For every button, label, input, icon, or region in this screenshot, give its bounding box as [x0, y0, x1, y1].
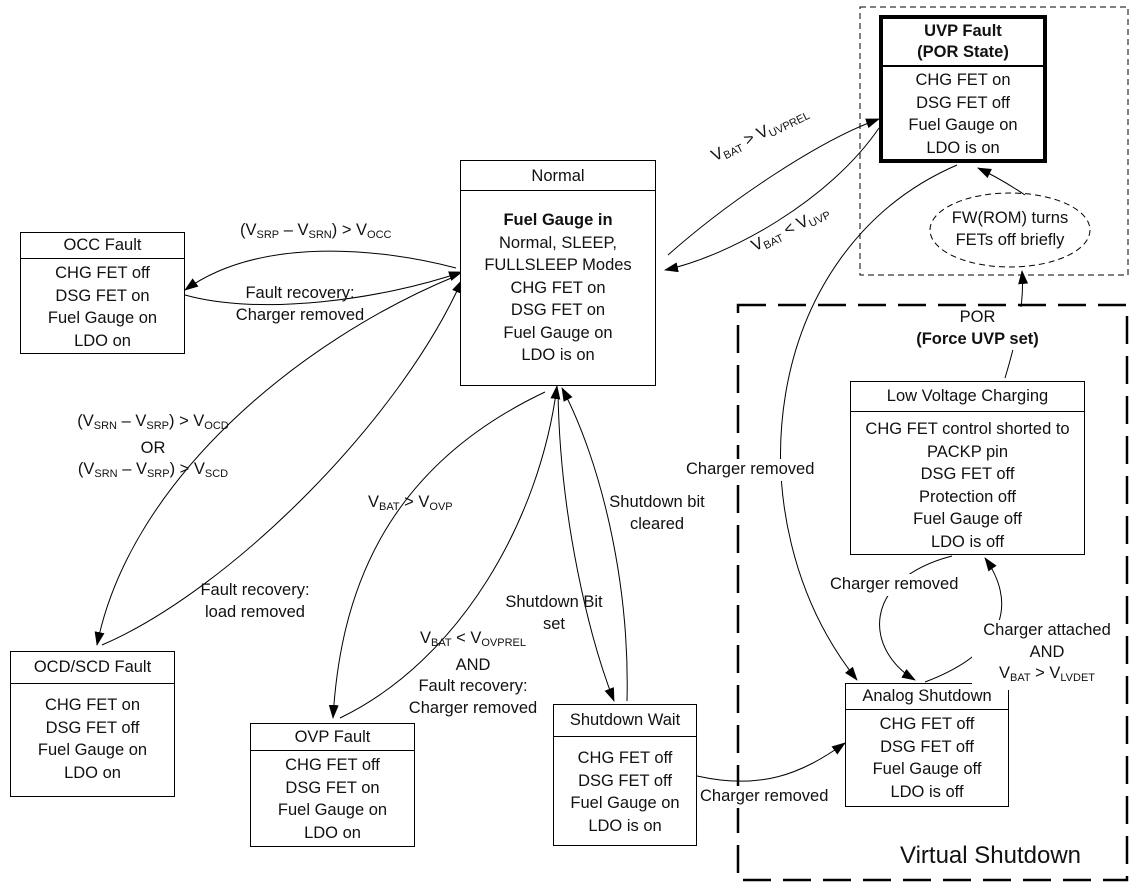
label-charger-attached: Charger attached AND VBAT > VLVDET — [972, 620, 1122, 690]
state-analog-shutdown-title: Analog Shutdown — [846, 684, 1008, 710]
arrow-normal-to-uvp — [667, 118, 880, 256]
state-analog-shutdown-body: CHG FET off DSG FET off Fuel Gauge off L… — [872, 715, 982, 801]
label-shutdown-bit-set: Shutdown Bit set — [505, 593, 603, 633]
state-low-voltage-charging-body: CHG FET control shorted to PACKP pin DSG… — [865, 420, 1070, 551]
arrow-uvp-to-normal — [664, 127, 880, 273]
arrow-normal-to-shutdown-wait — [557, 391, 615, 702]
state-ocd-scd-fault-body: CHG FET on DSG FET off Fuel Gauge on LDO… — [37, 696, 148, 782]
state-low-voltage-charging-title: Low Voltage Charging — [851, 382, 1084, 412]
fw-rom-label: FW(ROM) turns FETs off briefly — [951, 209, 1069, 249]
state-low-voltage-charging: Low Voltage Charging CHG FET control sho… — [850, 381, 1085, 555]
por-region-boundary — [859, 6, 1129, 276]
state-shutdown-wait-body: CHG FET off DSG FET off Fuel Gauge on LD… — [570, 749, 680, 835]
state-uvp-fault-title: UVP Fault (POR State) — [883, 19, 1043, 67]
label-occ-condition: (VSRP – VSRN) > VOCC — [240, 221, 392, 241]
arrow-ovp-to-normal — [339, 385, 561, 719]
arrow-uvp-to-analog-shutdown — [780, 164, 958, 681]
label-ovp-recovery: VBAT < VOVPREL AND Fault recovery: Charg… — [408, 629, 538, 717]
arrow-fw-rom-to-uvp — [977, 167, 1026, 196]
label-charger-removed-lvc: Charger removed — [830, 574, 959, 596]
arrow-normal-to-occ — [184, 250, 457, 291]
label-occ-recovery: Fault recovery: Charger removed — [235, 284, 365, 324]
state-shutdown-wait-title: Shutdown Wait — [554, 705, 696, 737]
state-occ-fault-title: OCC Fault — [21, 233, 184, 259]
arrow-shutdown-wait-to-analog-shutdown — [696, 742, 846, 782]
arrow-ocd-to-normal — [101, 279, 463, 646]
state-ovp-fault: OVP Fault CHG FET off DSG FET on Fuel Ga… — [250, 723, 415, 847]
state-uvp-fault: UVP Fault (POR State) CHG FET on DSG FET… — [879, 15, 1047, 163]
state-occ-fault: OCC Fault CHG FET off DSG FET on Fuel Ga… — [20, 232, 185, 354]
state-normal-body: Fuel Gauge in Normal, SLEEP, FULLSLEEP M… — [484, 211, 632, 364]
arrow-shutdown-wait-to-normal — [561, 387, 628, 702]
label-ocd-recovery: Fault recovery: load removed — [200, 581, 310, 621]
state-normal: Normal Fuel Gauge in Normal, SLEEP, FULL… — [460, 160, 656, 386]
virtual-shutdown-boundary — [736, 303, 1129, 882]
arrow-normal-to-ovp — [328, 391, 546, 719]
label-ocd-conditions: (VSRN – VSRP) > VOCD OR (VSRN – VSRP) > … — [77, 412, 229, 480]
state-ovp-fault-body: CHG FET off DSG FET on Fuel Gauge on LDO… — [277, 756, 388, 842]
state-analog-shutdown: Analog Shutdown CHG FET off DSG FET off … — [845, 683, 1009, 807]
state-normal-title: Normal — [461, 161, 655, 191]
fw-rom-ellipse — [929, 192, 1091, 268]
state-shutdown-wait: Shutdown Wait CHG FET off DSG FET off Fu… — [553, 704, 697, 846]
state-ocd-scd-fault-title: OCD/SCD Fault — [11, 652, 174, 684]
state-ocd-scd-fault: OCD/SCD Fault CHG FET on DSG FET off Fue… — [10, 651, 175, 797]
label-charger-removed-uvp: Charger removed — [686, 459, 815, 481]
label-ovp-condition: VBAT > VOVP — [368, 493, 453, 513]
state-occ-fault-body: CHG FET off DSG FET on Fuel Gauge on LDO… — [47, 264, 158, 350]
label-charger-removed-shutdown-wait: Charger removed — [700, 786, 829, 808]
arrow-occ-to-normal — [184, 271, 463, 306]
label-por: POR (Force UVP set) — [900, 307, 1055, 350]
state-ovp-fault-title: OVP Fault — [251, 724, 414, 751]
virtual-shutdown-label: Virtual Shutdown — [900, 842, 1082, 869]
state-uvp-fault-body: CHG FET on DSG FET off Fuel Gauge on LDO… — [908, 71, 1018, 157]
arrow-lvc-to-analog-shutdown — [879, 555, 953, 681]
arrow-normal-to-ocd — [94, 275, 457, 646]
label-shutdown-bit-cleared: Shutdown bit cleared — [609, 493, 705, 533]
